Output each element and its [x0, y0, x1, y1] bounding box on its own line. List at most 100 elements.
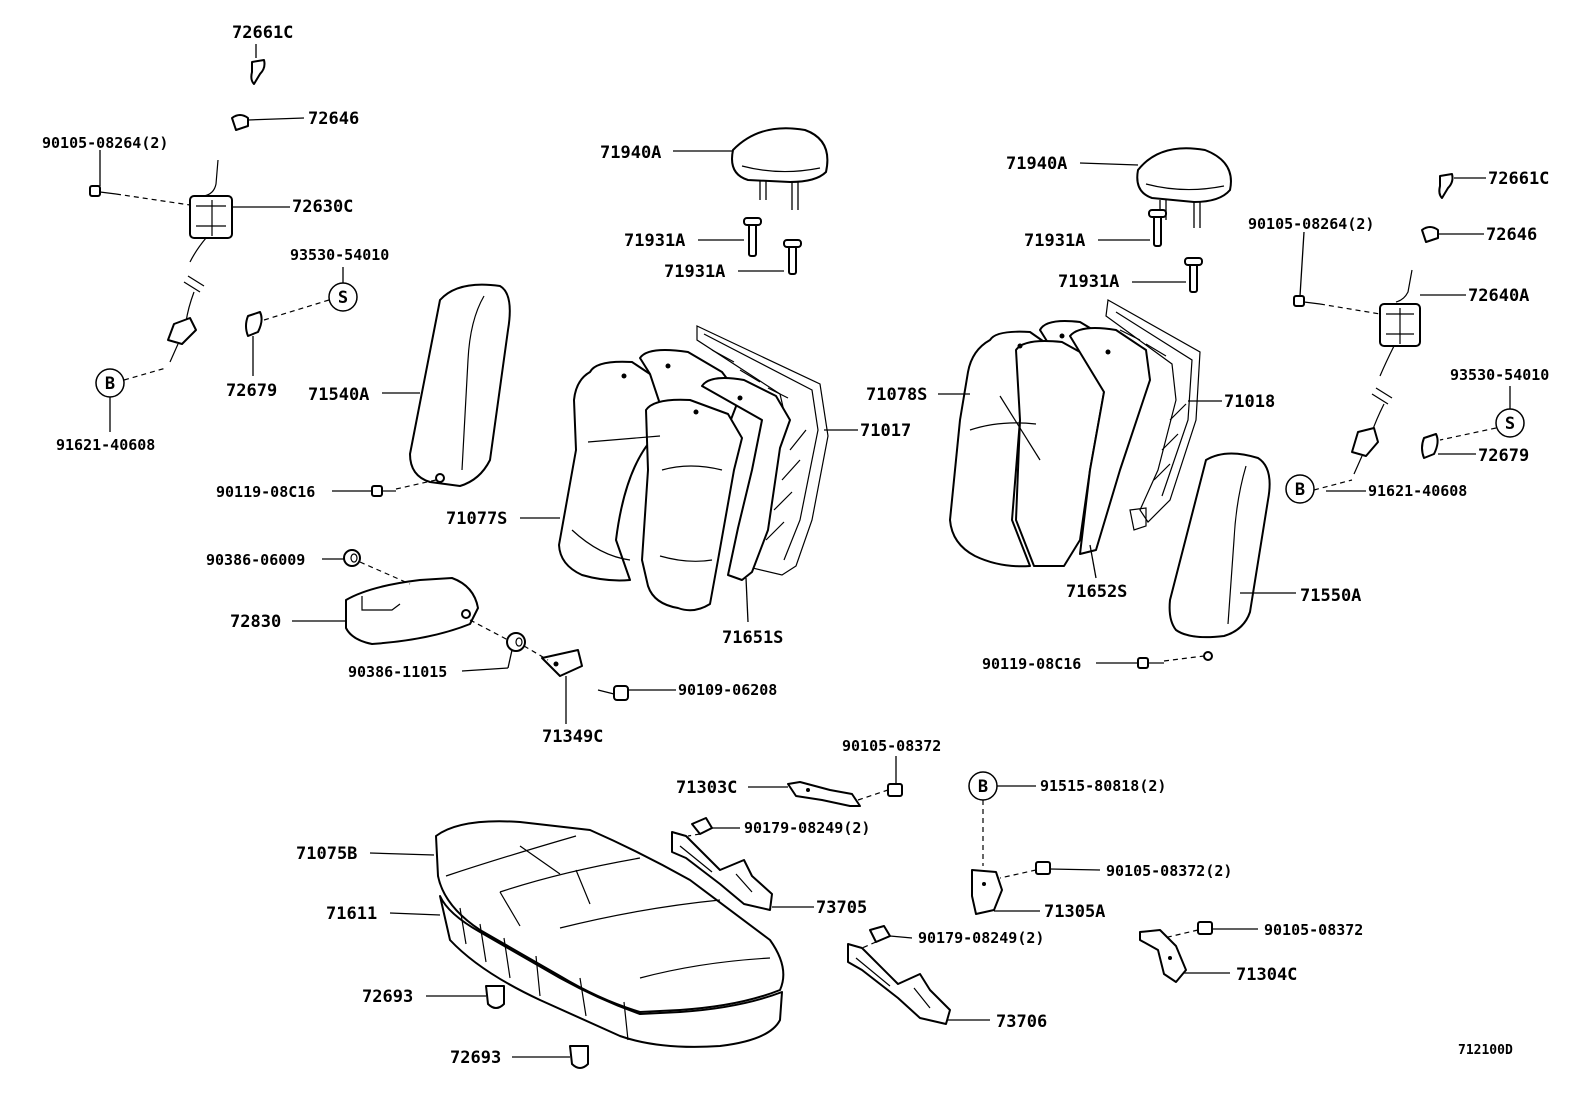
diagram-code: 712100D: [1458, 1043, 1513, 1058]
clip-72679-left: [245, 311, 263, 337]
symbol-b-left: B: [95, 368, 125, 398]
nut-90179-b: [869, 925, 891, 943]
label-72679-right: 72679: [1478, 446, 1529, 466]
label-72693-b: 72693: [450, 1048, 501, 1068]
clip-72693-a: [485, 985, 505, 1009]
nut-90105-08372-c: [1197, 921, 1213, 935]
cap-72661c-right: [1438, 173, 1454, 199]
label-71940a-left: 71940A: [600, 143, 661, 163]
label-71940a-right: 71940A: [1006, 154, 1067, 174]
cap-90386-11015: [506, 632, 526, 652]
label-71931a-left-2: 71931A: [664, 262, 725, 282]
cap-90386-06009: [343, 549, 361, 567]
seatback-right-cover: [949, 320, 1151, 568]
seat-cushion-71075b: [435, 820, 785, 1013]
symbol-b-bottom-text: B: [978, 777, 988, 797]
label-72630c: 72630C: [292, 197, 353, 217]
symbol-s-right: S: [1495, 408, 1525, 438]
label-72661c-right: 72661C: [1488, 169, 1549, 189]
label-71077s: 71077S: [446, 509, 507, 529]
label-90179-a: 90179-08249(2): [744, 819, 870, 837]
label-71931a-right-2: 71931A: [1058, 272, 1119, 292]
hinge-73705: [671, 831, 773, 911]
label-72646-left: 72646: [308, 109, 359, 129]
headrest-guide-left: [743, 217, 802, 275]
seatback-left-cover: [558, 349, 791, 612]
clip-72646-left: [231, 114, 249, 131]
label-71652s: 71652S: [1066, 582, 1127, 602]
label-72830: 72830: [230, 612, 281, 632]
clip-72646-right: [1421, 226, 1439, 243]
seatback-right-frame: [1105, 299, 1201, 523]
clip-72679-right: [1421, 433, 1439, 459]
bracket-71349c: [541, 649, 583, 677]
headrest-guide-right: [1148, 209, 1203, 293]
nut-90105-08372-b: [1035, 861, 1051, 875]
label-90105-08372-a: 90105-08372: [842, 737, 941, 755]
label-72646-right: 72646: [1486, 225, 1537, 245]
side-bolster-left: [409, 283, 511, 487]
headrest-right: [1136, 147, 1232, 228]
bolt-90105-08264-left: [89, 185, 117, 197]
label-72679-left: 72679: [226, 381, 277, 401]
bracket-71303c: [787, 781, 861, 807]
bolt-90119-right: [1137, 657, 1164, 669]
label-90179-b: 90179-08249(2): [918, 929, 1044, 947]
side-bolster-right: [1168, 452, 1271, 661]
bracket-71304c: [1139, 929, 1187, 983]
hinge-73706: [847, 943, 951, 1025]
symbol-b-right-text: B: [1295, 480, 1305, 500]
label-71075b: 71075B: [296, 844, 357, 864]
label-90119-left: 90119-08C16: [216, 483, 315, 501]
label-71018: 71018: [1224, 392, 1275, 412]
label-91515: 91515-80818(2): [1040, 777, 1166, 795]
nut-90105-08372-a: [887, 783, 903, 797]
label-71304c: 71304C: [1236, 965, 1297, 985]
bolt-90105-08264-right: [1293, 295, 1321, 307]
label-91621-left: 91621-40608: [56, 436, 155, 454]
label-90109: 90109-06208: [678, 681, 777, 699]
label-71611: 71611: [326, 904, 377, 924]
label-93530-left: 93530-54010: [290, 246, 389, 264]
cap-72661c-left: [250, 59, 266, 85]
label-71303c: 71303C: [676, 778, 737, 798]
lock-72640a: [1351, 269, 1421, 475]
label-71349c: 71349C: [542, 727, 603, 747]
symbol-s-right-text: S: [1505, 414, 1515, 434]
label-72640a: 72640A: [1468, 286, 1529, 306]
bolt-90109-06208: [597, 685, 629, 701]
label-71550a: 71550A: [1300, 586, 1361, 606]
label-91621-right: 91621-40608: [1368, 482, 1467, 500]
label-73705: 73705: [816, 898, 867, 918]
symbol-b-left-text: B: [105, 374, 115, 394]
label-71651s: 71651S: [722, 628, 783, 648]
label-72661c-left: 72661C: [232, 23, 293, 43]
label-90105-08264-left: 90105-08264(2): [42, 134, 168, 152]
label-90386-11015: 90386-11015: [348, 663, 447, 681]
label-71017: 71017: [860, 421, 911, 441]
label-71931a-right-1: 71931A: [1024, 231, 1085, 251]
label-90119-right: 90119-08C16: [982, 655, 1081, 673]
clip-72693-b: [569, 1045, 589, 1069]
bolt-90119-left: [371, 485, 396, 497]
label-90386-06009: 90386-06009: [206, 551, 305, 569]
bracket-71305a: [971, 869, 1003, 915]
lock-72630c: [167, 159, 233, 363]
seatback-left-frame: [696, 325, 829, 576]
symbol-s-left: S: [328, 282, 358, 312]
symbol-b-right: B: [1285, 474, 1315, 504]
armrest-72830: [345, 577, 479, 645]
label-90105-08372-b: 90105-08372(2): [1106, 862, 1232, 880]
label-72693-a: 72693: [362, 987, 413, 1007]
label-71540a: 71540A: [308, 385, 369, 405]
label-73706: 73706: [996, 1012, 1047, 1032]
label-90105-08264-right: 90105-08264(2): [1248, 215, 1374, 233]
label-71931a-left-1: 71931A: [624, 231, 685, 251]
seat-cushion-pad-71611: [439, 895, 783, 1048]
label-90105-08372-c: 90105-08372: [1264, 921, 1363, 939]
label-93530-right: 93530-54010: [1450, 366, 1549, 384]
headrest-left: [731, 127, 829, 210]
nut-90179-a: [691, 817, 713, 835]
symbol-s-left-text: S: [338, 288, 348, 308]
